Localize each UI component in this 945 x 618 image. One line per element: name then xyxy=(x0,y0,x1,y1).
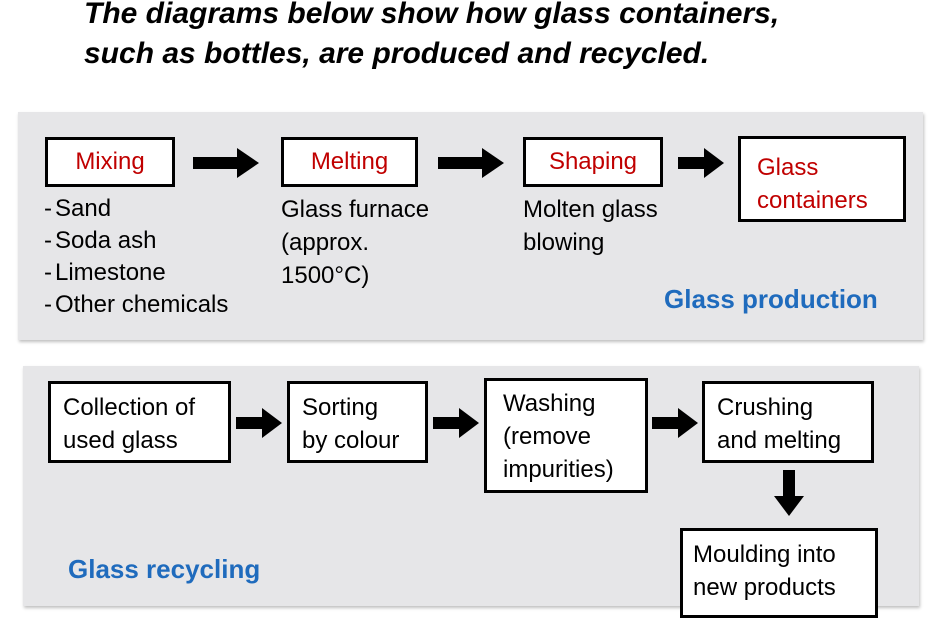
glass-containers-line-1: Glass xyxy=(757,154,819,181)
title-line-1: The diagrams below show how glass contai… xyxy=(84,0,780,30)
melting-note-line: (approx. xyxy=(281,229,370,256)
mixing-ingredients-list: Sand Soda ash Limestone Other chemicals xyxy=(44,193,228,321)
step-shaping: Shaping xyxy=(523,137,663,187)
moulding-line: new products xyxy=(693,574,836,601)
shaping-note-line: blowing xyxy=(523,229,605,256)
arrow-right-icon xyxy=(678,148,724,178)
list-item: Limestone xyxy=(44,257,228,289)
crushing-line: and melting xyxy=(717,427,842,454)
arrow-right-icon xyxy=(236,408,282,438)
step-mixing: Mixing xyxy=(45,137,175,187)
page-title: The diagrams below show how glass contai… xyxy=(84,0,779,74)
title-line-2: such as bottles, are produced and recycl… xyxy=(84,37,710,70)
washing-line: Washing xyxy=(503,390,596,417)
glass-production-label: Glass production xyxy=(664,284,878,314)
arrow-down-icon xyxy=(774,470,804,516)
sorting-line: Sorting xyxy=(302,394,379,421)
collection-line: used glass xyxy=(63,427,178,454)
washing-line: impurities) xyxy=(503,456,614,483)
arrow-right-icon xyxy=(193,148,259,178)
shaping-note: Molten glass blowing xyxy=(523,193,658,259)
arrow-right-icon xyxy=(652,408,698,438)
crushing-line: Crushing xyxy=(717,394,814,421)
list-item: Soda ash xyxy=(44,225,228,257)
shaping-note-line: Molten glass xyxy=(523,196,658,223)
step-melting: Melting xyxy=(281,137,418,187)
arrow-right-icon xyxy=(438,148,504,178)
step-glass-containers: Glass containers xyxy=(738,136,906,222)
glass-containers-line-2: containers xyxy=(757,187,868,214)
step-crushing: Crushing and melting xyxy=(702,381,874,463)
melting-note: Glass furnace (approx. 1500°C) xyxy=(281,193,429,292)
moulding-line: Moulding into xyxy=(693,541,836,568)
collection-line: Collection of xyxy=(63,394,196,421)
step-shaping-label: Shaping xyxy=(548,148,638,175)
arrow-right-icon xyxy=(433,408,479,438)
step-mixing-label: Mixing xyxy=(75,148,145,175)
step-collection: Collection of used glass xyxy=(48,381,231,463)
step-moulding: Moulding into new products xyxy=(680,528,878,618)
glass-recycling-label: Glass recycling xyxy=(68,554,261,584)
washing-line: (remove xyxy=(503,423,592,450)
step-sorting: Sorting by colour xyxy=(287,381,428,463)
step-washing: Washing (remove impurities) xyxy=(484,378,648,493)
melting-note-line: Glass furnace xyxy=(281,196,430,223)
list-item: Sand xyxy=(44,193,228,225)
sorting-line: by colour xyxy=(302,427,400,454)
melting-note-line: 1500°C) xyxy=(281,262,370,289)
step-melting-label: Melting xyxy=(310,148,389,175)
list-item: Other chemicals xyxy=(44,289,228,321)
